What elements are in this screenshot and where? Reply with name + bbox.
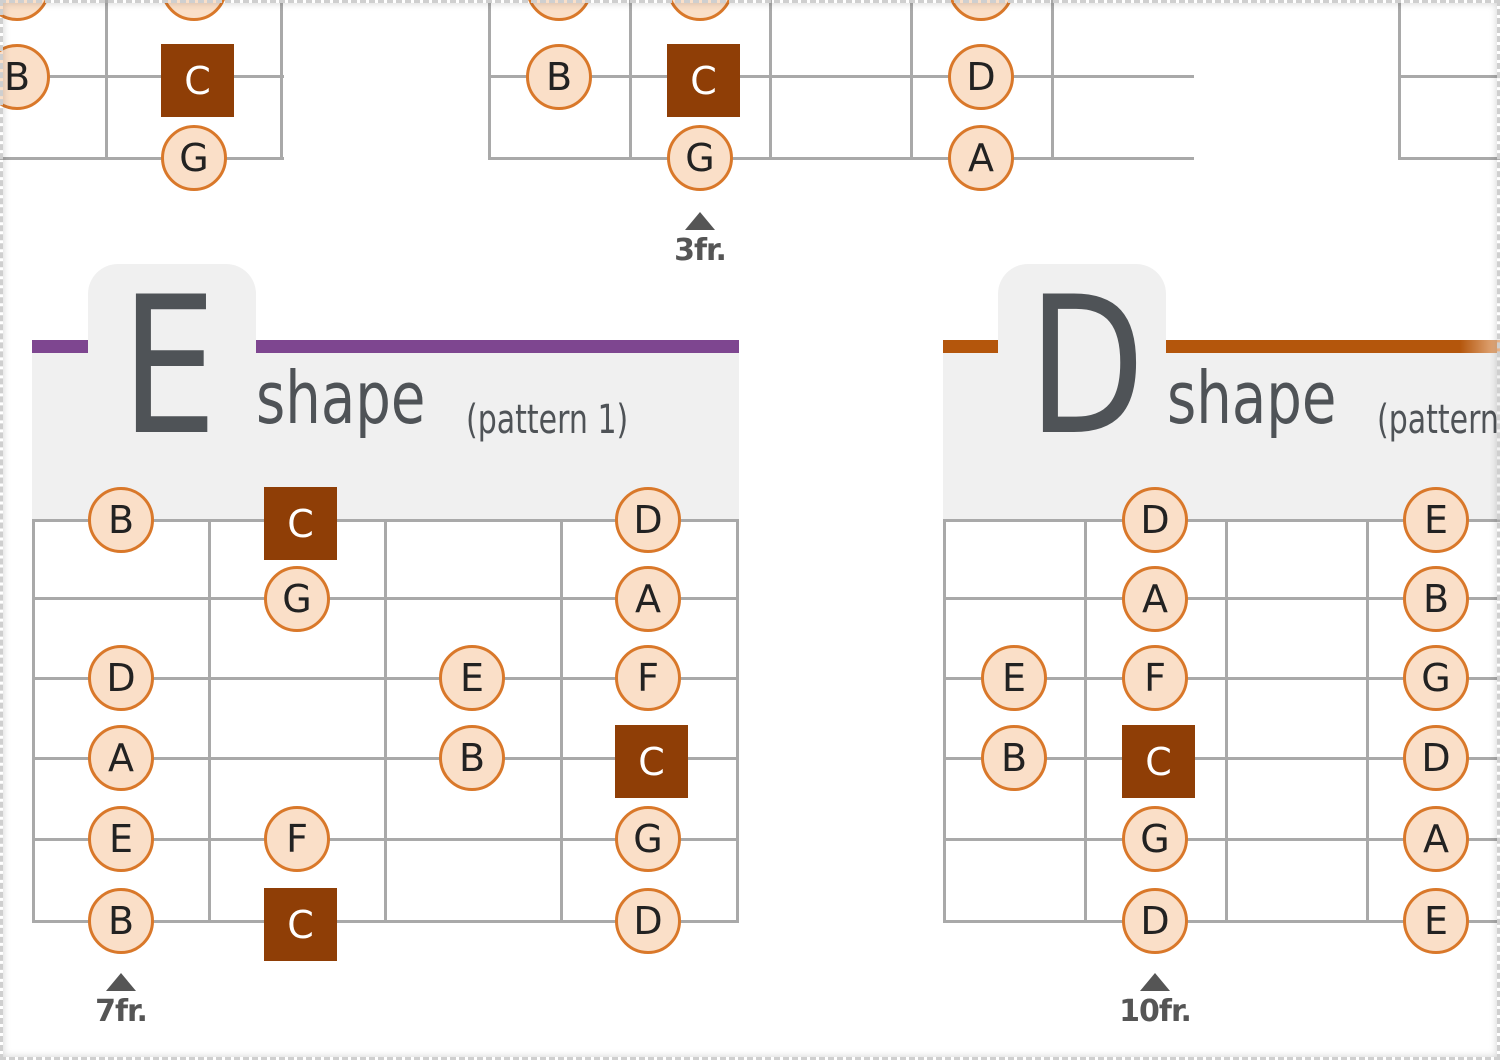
note-circle: G <box>264 566 330 632</box>
fret-label: 3fr. <box>674 233 727 268</box>
d-shape-accent-bar <box>1166 340 1500 353</box>
fret-line <box>32 519 35 923</box>
d-shape-accent-bar <box>943 340 998 353</box>
string-line <box>943 677 1500 680</box>
shape-word: shape <box>1167 356 1337 440</box>
root-note: C <box>161 44 234 117</box>
fret-marker: 7fr. <box>71 973 171 1029</box>
fret-label: 7fr. <box>95 994 148 1029</box>
root-note: C <box>264 888 337 961</box>
d-shape-header-bg <box>943 346 1500 521</box>
note-circle: E <box>981 645 1047 711</box>
fret-line <box>1084 519 1087 923</box>
note-circle: B <box>1403 566 1469 632</box>
note-circle: A <box>948 125 1014 191</box>
note-circle: D <box>1403 725 1469 791</box>
note-circle: E <box>1403 888 1469 954</box>
note-circle: E <box>88 806 154 872</box>
e-shape-accent-bar <box>256 340 739 353</box>
note-circle: D <box>1122 888 1188 954</box>
fret-label: 10fr. <box>1119 994 1192 1029</box>
note-circle: G <box>1403 645 1469 711</box>
note-circle <box>161 0 227 21</box>
note-circle: E <box>1403 487 1469 553</box>
fret-line <box>384 519 387 923</box>
fret-line <box>769 0 772 160</box>
fret-line <box>1225 519 1228 923</box>
root-note: C <box>667 44 740 117</box>
fret-line <box>1366 519 1369 923</box>
root-note: C <box>615 725 688 798</box>
string-line <box>488 75 1194 78</box>
fret-line <box>1398 0 1401 160</box>
string-line <box>0 157 284 160</box>
fret-marker-triangle-icon <box>1140 973 1170 991</box>
shape-word: shape <box>256 356 426 440</box>
fret-marker: 10fr. <box>1105 973 1205 1029</box>
note-circle: F <box>1122 645 1188 711</box>
fret-marker: 3fr. <box>650 212 750 268</box>
shape-letter: D <box>1028 256 1146 477</box>
string-line <box>943 757 1500 760</box>
fret-line <box>560 519 563 923</box>
note-circle: G <box>667 125 733 191</box>
note-circle: D <box>88 645 154 711</box>
note-circle: B <box>88 487 154 553</box>
fret-line <box>910 0 913 160</box>
fret-line <box>736 519 739 923</box>
note-circle <box>526 0 592 21</box>
note-circle: B <box>981 725 1047 791</box>
fret-line <box>943 519 946 923</box>
note-circle: B <box>0 44 50 110</box>
note-circle: A <box>1122 566 1188 632</box>
string-line <box>943 838 1500 841</box>
e-shape-tab <box>88 264 256 354</box>
note-circle: D <box>615 487 681 553</box>
string-line <box>943 519 1500 522</box>
pattern-label: (pattern 1) <box>466 397 629 443</box>
shape-letter: E <box>121 256 218 477</box>
note-circle: B <box>88 888 154 954</box>
note-circle: G <box>161 125 227 191</box>
string-line <box>1398 157 1500 160</box>
string-line <box>1398 75 1500 78</box>
note-circle: A <box>615 566 681 632</box>
fret-line <box>488 0 491 160</box>
pattern-label: (pattern <box>1377 397 1499 443</box>
note-circle: D <box>615 888 681 954</box>
string-line <box>943 920 1500 923</box>
note-circle: E <box>439 645 505 711</box>
root-note: C <box>1122 725 1195 798</box>
note-circle <box>0 0 50 21</box>
note-circle: D <box>948 44 1014 110</box>
fret-marker-triangle-icon <box>685 212 715 230</box>
fret-line <box>280 0 283 160</box>
note-circle <box>667 0 733 21</box>
string-line <box>943 597 1500 600</box>
note-circle <box>948 0 1014 21</box>
root-note: C <box>264 487 337 560</box>
fret-line <box>208 519 211 923</box>
note-circle: F <box>264 806 330 872</box>
fret-line <box>1051 0 1054 160</box>
note-circle: F <box>615 645 681 711</box>
d-shape-tab <box>998 264 1166 354</box>
note-circle: G <box>615 806 681 872</box>
fret-line <box>629 0 632 160</box>
fret-marker-triangle-icon <box>106 973 136 991</box>
note-circle: B <box>439 725 505 791</box>
string-line <box>488 157 1194 160</box>
fret-line <box>105 0 108 160</box>
string-line <box>0 75 284 78</box>
note-circle: D <box>1122 487 1188 553</box>
note-circle: B <box>526 44 592 110</box>
note-circle: G <box>1122 806 1188 872</box>
e-shape-accent-bar <box>32 340 88 353</box>
note-circle: A <box>88 725 154 791</box>
note-circle: A <box>1403 806 1469 872</box>
e-shape-header-bg <box>32 346 739 521</box>
